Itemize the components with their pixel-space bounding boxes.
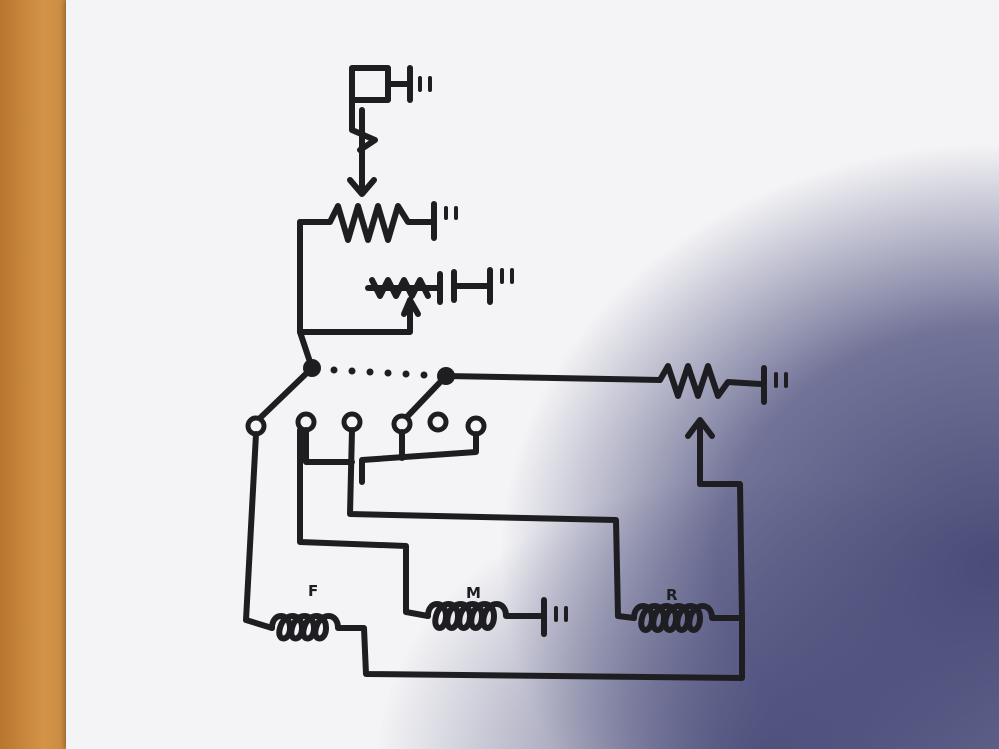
jumper-2-3 bbox=[303, 427, 355, 465]
wire-left-loop bbox=[243, 431, 275, 631]
wire-to-right-resistor bbox=[443, 373, 663, 383]
winding-label-r: R bbox=[666, 586, 678, 604]
arrow-down bbox=[347, 107, 377, 197]
jumper-4-6 bbox=[359, 431, 479, 485]
coil-f bbox=[269, 613, 353, 642]
winding-label-f: F bbox=[308, 582, 318, 600]
wire-to-m-winding bbox=[297, 427, 431, 619]
arrow-up bbox=[685, 417, 715, 487]
winding-label-m: M bbox=[466, 584, 481, 602]
switch-hub-stem bbox=[297, 329, 315, 371]
middle-resistor bbox=[365, 267, 514, 317]
wire-bottom-return bbox=[347, 615, 745, 681]
dotted-linkage bbox=[330, 366, 428, 379]
right-resistor bbox=[657, 363, 788, 405]
switch-blade-right bbox=[401, 373, 449, 423]
wire-right-return bbox=[697, 481, 745, 621]
coil-r bbox=[631, 603, 745, 633]
wire-to-r-winding bbox=[347, 427, 637, 621]
upper-resistor bbox=[297, 201, 458, 243]
coil-m bbox=[425, 597, 568, 637]
left-bus-wire bbox=[297, 219, 413, 335]
terminal-5 bbox=[427, 411, 449, 433]
switch-blade-left bbox=[255, 365, 315, 423]
switch-terminals bbox=[245, 411, 487, 437]
